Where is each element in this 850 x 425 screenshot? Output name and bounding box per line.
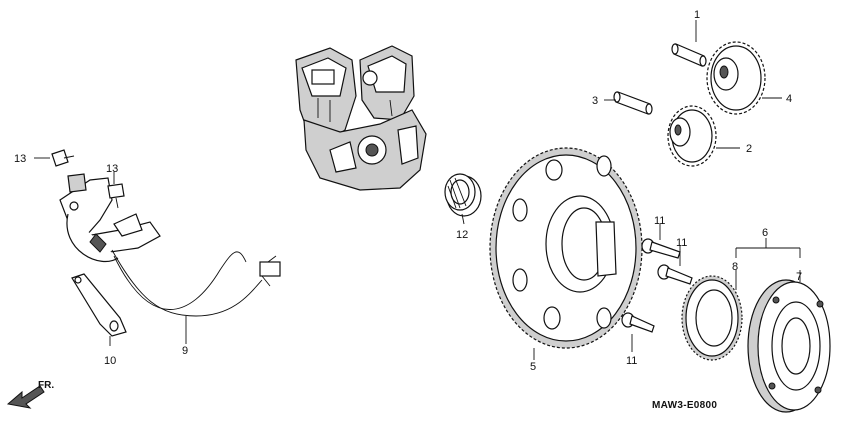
front-indicator-label: FR.: [38, 380, 54, 391]
starter-driven-gear-5: [489, 147, 643, 360]
bolt-11-a: [641, 224, 681, 259]
callout-11-a: 11: [654, 215, 665, 227]
diagram-code: MAW3-E0800: [652, 400, 717, 411]
callout-2: 2: [746, 143, 752, 155]
bolt-13-b: [107, 172, 125, 209]
gear-shaft-1: [671, 20, 707, 67]
callout-3: 3: [592, 95, 598, 107]
callout-13-b: 13: [106, 163, 118, 175]
one-way-clutch-8: [681, 270, 743, 361]
callout-8: 8: [732, 261, 738, 273]
stay-10: [71, 273, 127, 346]
engine-illustration: [295, 45, 427, 191]
wire-harness-9: [111, 249, 281, 344]
gear-shaft-3: [604, 91, 653, 115]
callout-13-a: 13: [14, 153, 26, 165]
bolt-13-a: [34, 149, 75, 167]
starter-clutch-outer-7: [747, 270, 831, 413]
callout-1: 1: [694, 9, 700, 21]
idle-gear-4: [706, 41, 782, 115]
callout-11-b: 11: [676, 237, 687, 249]
bolt-11-b: [657, 246, 693, 285]
front-direction-indicator: FR.: [6, 380, 54, 409]
sensor-bracket-assembly: [59, 173, 161, 263]
callout-6: 6: [762, 227, 768, 239]
callout-11-c: 11: [626, 355, 637, 367]
callout-12: 12: [456, 229, 468, 241]
idle-gear-2: [667, 105, 740, 167]
callout-9: 9: [182, 345, 188, 357]
callout-5: 5: [530, 361, 536, 373]
callout-10: 10: [104, 355, 116, 367]
callout-7: 7: [796, 271, 802, 283]
bolt-11-c: [621, 312, 655, 352]
needle-bearing-12: [444, 173, 482, 225]
callout-bracket-6: [735, 238, 801, 258]
callout-4: 4: [786, 93, 792, 105]
